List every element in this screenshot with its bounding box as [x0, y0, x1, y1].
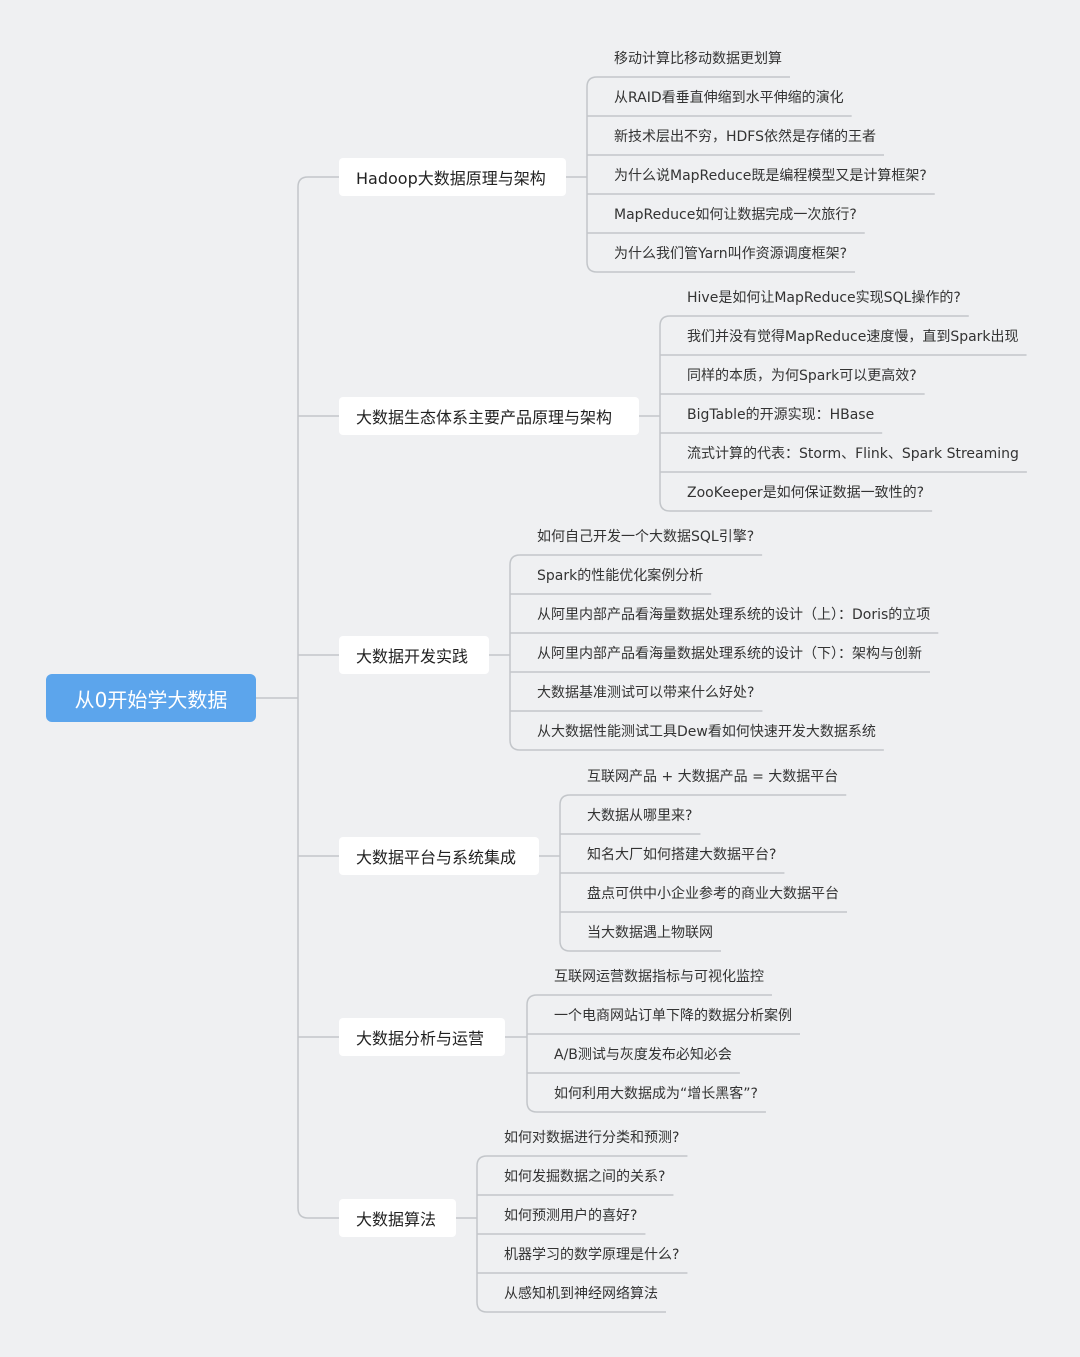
leaf-topic[interactable]: 移动计算比移动数据更划算: [614, 51, 782, 67]
leaf-topic[interactable]: 如何对数据进行分类和预测?: [504, 1130, 680, 1146]
leaf-topic[interactable]: Hive是如何让MapReduce实现SQL操作的?: [687, 290, 961, 306]
sub-trunk: [659, 326, 671, 512]
sub-trunk-top: [526, 994, 538, 1006]
sub-trunk: [559, 805, 571, 952]
leaf-topic[interactable]: Spark的性能优化案例分析: [537, 568, 704, 584]
branch-node[interactable]: Hadoop大数据原理与架构: [339, 158, 566, 196]
branch-node[interactable]: 大数据分析与运营: [339, 1018, 505, 1056]
sub-trunk-top: [559, 794, 571, 806]
sub-trunk-top: [586, 76, 598, 88]
sub-trunk-top: [509, 554, 521, 566]
leaf-topic[interactable]: 新技术层出不穷，HDFS依然是存储的王者: [614, 129, 876, 145]
leaf-topic[interactable]: 盘点可供中小企业参考的商业大数据平台: [587, 886, 839, 902]
leaf-topic[interactable]: 如何自己开发一个大数据SQL引擎?: [537, 529, 755, 545]
leaf-topic[interactable]: 我们并没有觉得MapReduce速度慢，直到Spark出现: [687, 329, 1019, 345]
leaf-topic[interactable]: 从阿里内部产品看海量数据处理系统的设计（下）：架构与创新: [537, 646, 922, 662]
leaf-topic[interactable]: 为什么我们管Yarn叫作资源调度框架?: [614, 246, 848, 262]
leaf-topic[interactable]: 从感知机到神经网络算法: [504, 1286, 658, 1302]
sub-trunk: [526, 1005, 538, 1113]
leaf-topic[interactable]: 大数据从哪里来?: [587, 808, 693, 824]
leaf-topic[interactable]: 机器学习的数学原理是什么?: [504, 1247, 680, 1263]
leaf-topic[interactable]: 互联网产品 + 大数据产品 = 大数据平台: [587, 769, 839, 785]
leaf-topic[interactable]: 当大数据遇上物联网: [587, 925, 713, 941]
leaf-topic[interactable]: 互联网运营数据指标与可视化监控: [554, 969, 764, 985]
leaf-topic[interactable]: A/B测试与灰度发布必知必会: [554, 1047, 732, 1063]
leaf-topic[interactable]: 从大数据性能测试工具Dew看如何快速开发大数据系统: [537, 724, 876, 740]
leaf-topic[interactable]: BigTable的开源实现：HBase: [687, 407, 875, 423]
leaf-topic[interactable]: MapReduce如何让数据完成一次旅行?: [614, 207, 857, 223]
leaf-topic[interactable]: 如何预测用户的喜好?: [504, 1208, 638, 1224]
branch-node[interactable]: 大数据算法: [339, 1199, 456, 1237]
leaf-topic[interactable]: ZooKeeper是如何保证数据一致性的?: [687, 485, 925, 501]
sub-trunk-top: [659, 315, 671, 327]
sub-trunk: [476, 1166, 488, 1313]
leaf-topic[interactable]: 一个电商网站订单下降的数据分析案例: [554, 1008, 792, 1024]
leaf-topic[interactable]: 如何利用大数据成为“增长黑客”?: [554, 1086, 758, 1102]
root-node[interactable]: 从0开始学大数据: [46, 674, 256, 722]
leaf-topic[interactable]: 从RAID看垂直伸缩到水平伸缩的演化: [614, 90, 844, 106]
branch-node[interactable]: 大数据生态体系主要产品原理与架构: [339, 397, 639, 435]
leaf-topic[interactable]: 同样的本质，为何Spark可以更高效?: [687, 368, 917, 384]
leaf-topic[interactable]: 知名大厂如何搭建大数据平台?: [587, 847, 777, 863]
leaf-topic[interactable]: 大数据基准测试可以带来什么好处?: [537, 685, 755, 701]
sub-trunk: [586, 87, 598, 273]
leaf-topic[interactable]: 流式计算的代表：Storm、Flink、Spark Streaming: [687, 446, 1019, 462]
sub-trunk: [509, 565, 521, 751]
leaf-topic[interactable]: 如何发掘数据之间的关系?: [504, 1169, 666, 1185]
leaf-topic[interactable]: 从阿里内部产品看海量数据处理系统的设计（上）：Doris的立项: [537, 607, 931, 623]
leaf-topic[interactable]: 为什么说MapReduce既是编程模型又是计算框架?: [614, 168, 927, 184]
trunk-line: [297, 176, 339, 1219]
branch-node[interactable]: 大数据开发实践: [339, 636, 489, 674]
sub-trunk-top: [476, 1155, 488, 1167]
branch-node[interactable]: 大数据平台与系统集成: [339, 837, 539, 875]
